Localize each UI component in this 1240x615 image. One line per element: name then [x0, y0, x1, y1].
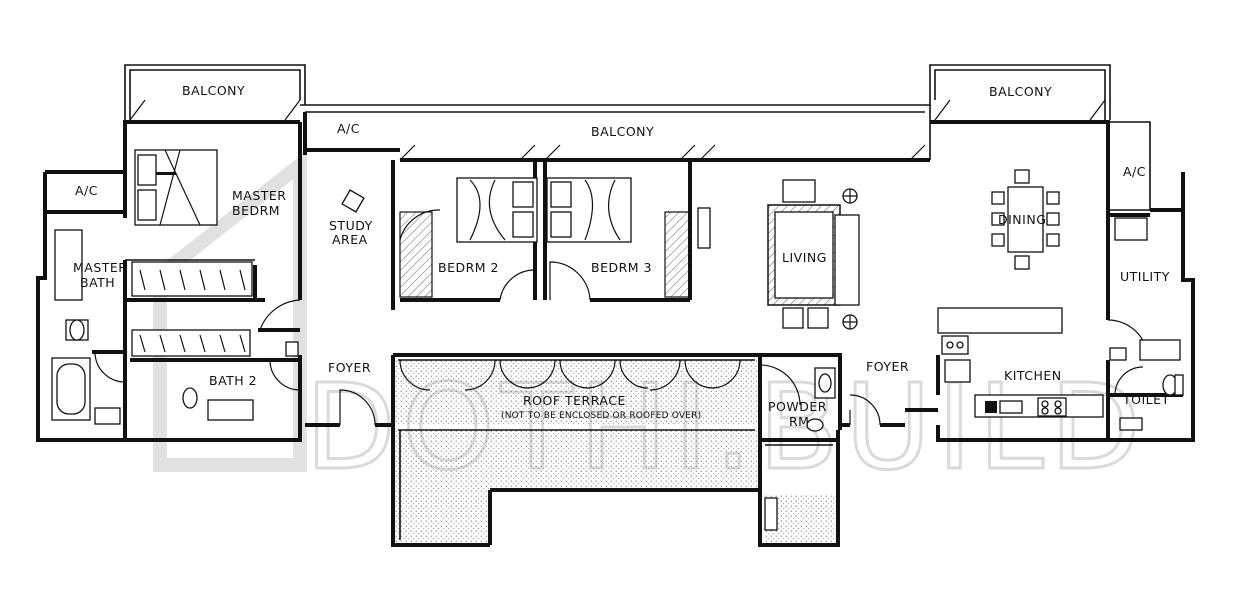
label-roof-terrace: ROOF TERRACE	[523, 393, 626, 408]
label-foyer-left: FOYER	[328, 360, 371, 375]
door-powder	[759, 364, 801, 406]
door-bath2	[269, 359, 301, 391]
door-foyer-right	[849, 394, 881, 426]
label-study-line1: STUDY	[329, 218, 373, 233]
fixtures	[51, 149, 1184, 531]
door-master-bath	[94, 351, 126, 383]
door-toilet	[1114, 366, 1144, 396]
bath2-fixtures	[182, 341, 299, 421]
label-bedrm3: BEDRM 3	[591, 260, 652, 275]
door-balcony-right	[934, 99, 1106, 121]
room-labels: BALCONY BALCONY BALCONY A/C A/C A/C MAST…	[73, 83, 1170, 429]
kitchen-fixtures	[937, 217, 1181, 418]
roof-terrace-area	[393, 360, 838, 545]
label-bath2: BATH 2	[209, 373, 257, 388]
master-bath-fixtures	[51, 229, 121, 425]
door-bedrm2	[499, 269, 536, 301]
label-kitchen: KITCHEN	[1004, 368, 1062, 383]
label-master-bedrm-line2: BEDRM	[232, 203, 280, 218]
label-balcony-left: BALCONY	[182, 83, 245, 98]
door-balcony-center	[399, 144, 926, 161]
label-roof-terrace-note: (NOT TO BE ENCLOSED OR ROOFED OVER)	[501, 411, 701, 421]
label-toilet: TOILET	[1122, 392, 1170, 407]
label-master-bath-line1: MASTER	[73, 260, 128, 275]
label-master-bedrm-line1: MASTER	[232, 188, 287, 203]
door-study	[259, 299, 301, 331]
label-bedrm2: BEDRM 2	[438, 260, 499, 275]
master-bed	[134, 149, 218, 226]
label-utility: UTILITY	[1120, 269, 1170, 284]
living-furniture	[767, 179, 860, 330]
label-balcony-right: BALCONY	[989, 84, 1052, 99]
powder-fixtures	[764, 367, 836, 531]
bedrm3-bed	[546, 177, 711, 298]
door-terrace-3	[559, 359, 616, 389]
label-master-bath-line2: BATH	[80, 275, 115, 290]
study-chair	[341, 189, 365, 213]
door-balcony-left	[129, 99, 301, 121]
toilet-fixtures	[1119, 374, 1184, 431]
label-living: LIVING	[782, 250, 827, 265]
door-terrace-2	[499, 359, 556, 389]
label-ac-right: A/C	[1123, 164, 1146, 179]
label-ac-center: A/C	[337, 121, 360, 136]
label-study-line2: AREA	[332, 232, 368, 247]
bedrm2-bed	[399, 177, 538, 298]
door-terrace-4	[619, 359, 681, 391]
master-wardrobe	[131, 261, 253, 357]
dining-furniture	[991, 169, 1060, 270]
label-foyer-right: FOYER	[866, 359, 909, 374]
label-powder-line2: RM	[789, 414, 809, 429]
exterior-walls	[36, 64, 1195, 547]
label-powder-line1: POWDER	[768, 399, 827, 414]
door-terrace-1	[399, 359, 496, 391]
label-ac-left: A/C	[75, 183, 98, 198]
door-bedrm3	[549, 261, 591, 301]
door-terrace-5	[684, 359, 741, 389]
label-balcony-center: BALCONY	[591, 124, 654, 139]
door-foyer-left	[339, 389, 376, 426]
label-dining: DINING	[998, 212, 1046, 227]
